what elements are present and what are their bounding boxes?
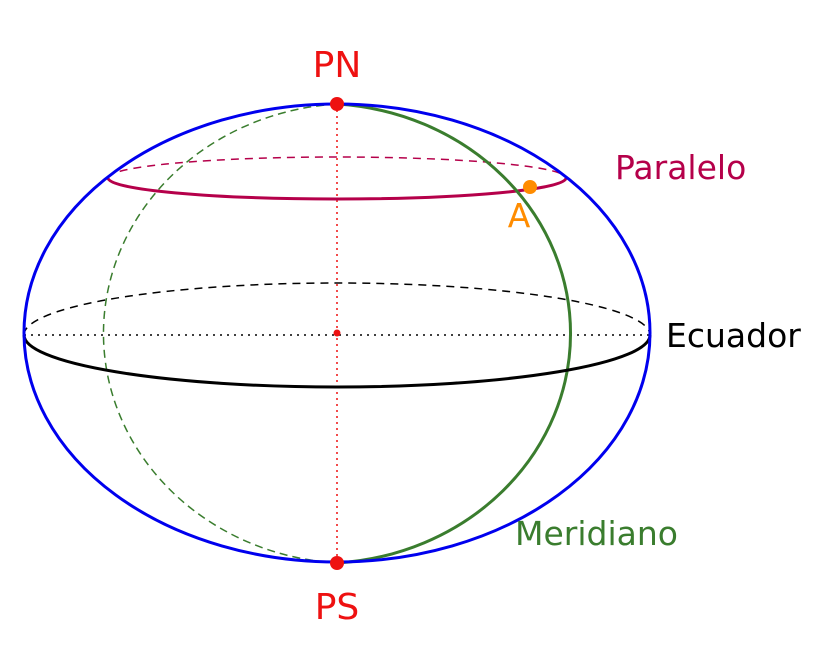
north-pole-point <box>330 97 344 111</box>
center-point <box>333 329 341 337</box>
meridian-front <box>336 102 573 565</box>
south-pole-label: PS <box>315 587 360 628</box>
north-pole-label: PN <box>313 45 362 86</box>
equator-label: Ecuador <box>666 316 801 355</box>
parallel-front <box>106 177 568 201</box>
point-a <box>523 180 537 194</box>
parallel-label: Paralelo <box>615 148 746 187</box>
equator-front <box>22 334 652 389</box>
equator-back-dashed <box>23 282 651 336</box>
south-pole-point <box>330 556 344 570</box>
meridian-back-dashed <box>102 103 338 564</box>
meridian-label: Meridiano <box>515 514 678 553</box>
point-a-label: A <box>508 196 531 235</box>
parallel-back-dashed <box>107 156 567 179</box>
